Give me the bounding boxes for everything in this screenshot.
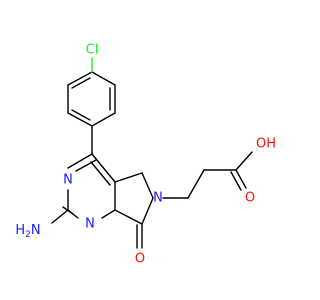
bond <box>114 209 143 225</box>
bond <box>230 171 242 191</box>
bond <box>91 71 116 86</box>
pyrimidine-nitrogen-lower-label: N <box>85 217 95 232</box>
structure-diagram: Cl N N H2N N O O OH <box>15 43 276 267</box>
pyrimidine-ring <box>62 153 116 219</box>
bond <box>67 153 93 169</box>
lactam-ring <box>114 172 154 249</box>
carbonyl-oxygen-label: O <box>135 252 145 267</box>
bond <box>141 197 154 225</box>
pyrimidine-nitrogen-upper-label: N <box>63 173 73 188</box>
bond <box>71 77 91 89</box>
bond <box>101 209 116 219</box>
chlorine-label: Cl <box>86 43 99 58</box>
propanoic-acid-chain <box>162 151 253 199</box>
atom-labels: Cl N N H2N N O O OH <box>15 43 276 267</box>
bond <box>75 159 97 172</box>
acid-carbonyl-oxygen-label: O <box>245 191 255 206</box>
bond <box>71 109 91 121</box>
bond <box>141 172 154 199</box>
bond <box>187 169 205 199</box>
amine-label: H2N <box>15 223 40 240</box>
bond <box>67 112 93 127</box>
bond <box>114 172 143 183</box>
bond <box>90 161 111 186</box>
bond <box>91 112 116 127</box>
bond <box>235 169 247 189</box>
bond <box>51 209 69 224</box>
bond <box>67 71 93 86</box>
chlorophenyl-ring <box>67 57 116 127</box>
bond <box>91 153 116 183</box>
bond <box>235 151 253 171</box>
lactam-nitrogen-label: N <box>153 191 163 206</box>
acid-hydroxyl-label: OH <box>256 137 276 152</box>
